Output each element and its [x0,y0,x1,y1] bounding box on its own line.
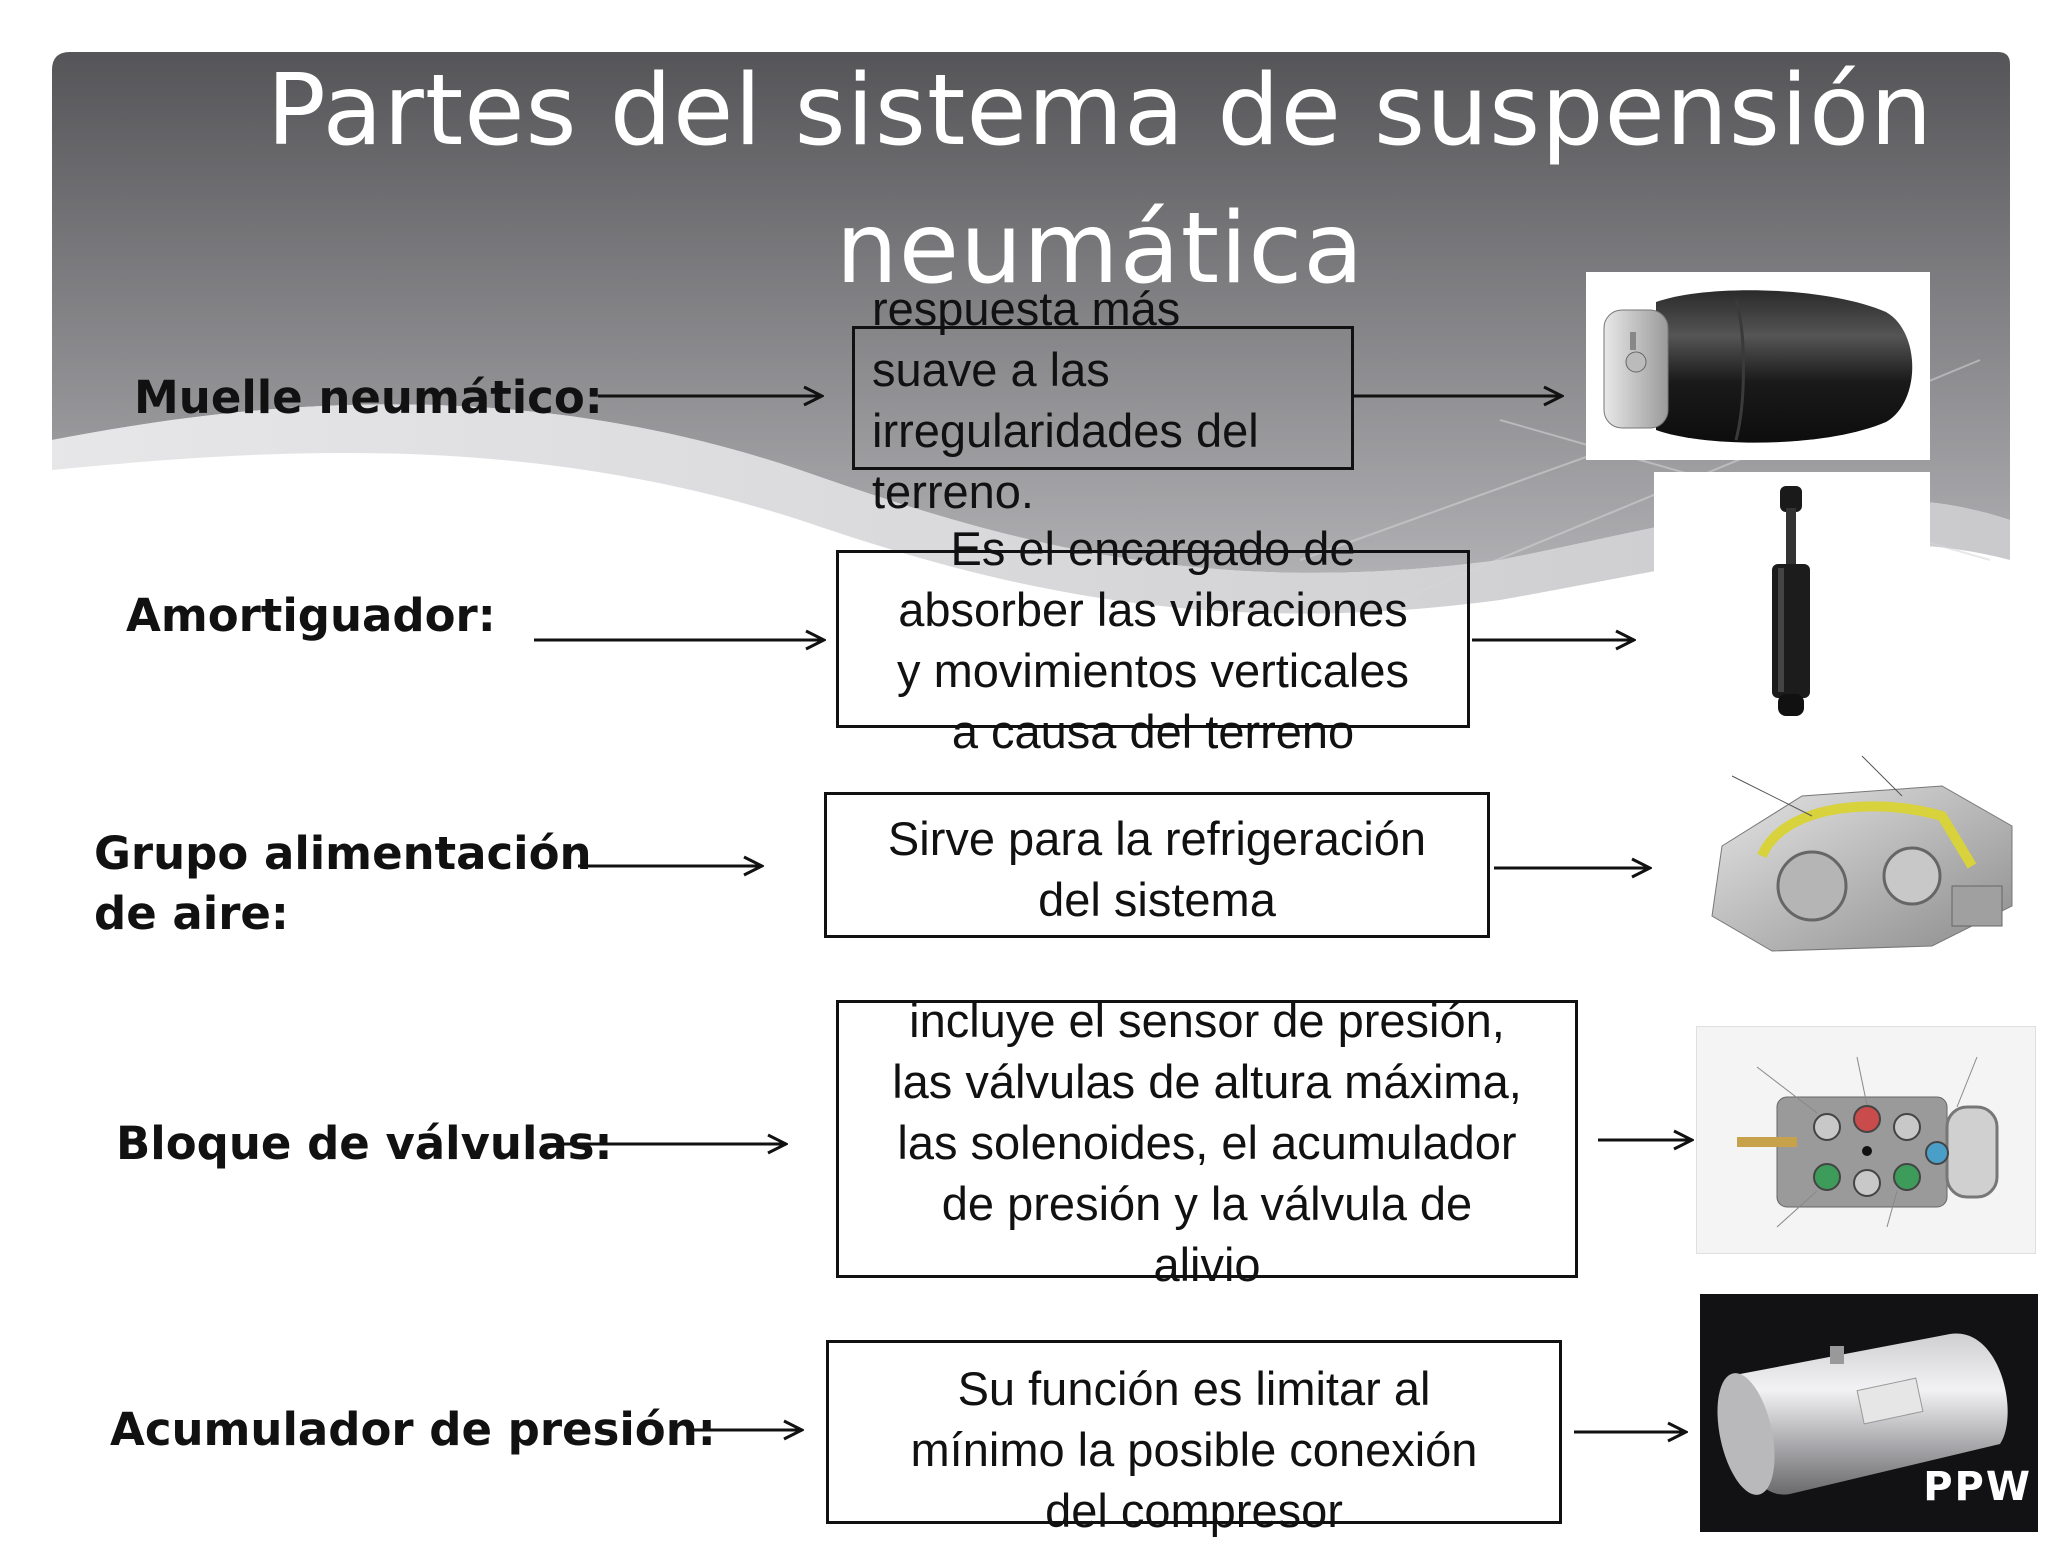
label-grupo-alimentacion: Grupo alimentación de aire: [94,827,592,940]
pressure-tank-icon [1717,1333,2008,1495]
ppw-logo: PPW [1923,1464,2032,1510]
image-pressure-tank: PPW [1700,1294,2038,1532]
label-muelle-neumatico: Muelle neumático: [134,371,603,424]
description-box-acumulador [826,1340,1562,1524]
image-shock-absorber [1654,472,1930,722]
slide-title: Partes del sistema de suspensión neumáti… [266,54,1934,306]
header-band [52,52,2010,614]
description-text-acumulador: Su función es limitar al mínimo la posib… [910,1362,1478,1537]
image-valve-block [1696,1026,2036,1254]
description-box-grupo [824,792,1490,938]
valve-block-icon [1737,1056,1999,1228]
image-air-spring [1586,272,1930,460]
description-text-grupo: Sirve para la refrigeración del sistema [887,812,1427,926]
air-spring-icon [1603,290,1913,443]
description-text-valvulas: incluye el sensor de presión, las válvul… [892,994,1522,1291]
label-amortiguador: Amortiguador: [126,589,496,642]
description-text-muelle: respuesta más suave a las irregularidade… [872,282,1259,518]
label-acumulador-presion: Acumulador de presión: [110,1403,716,1456]
description-text-amortiguador: Es el encargado de absorber las vibracio… [897,522,1409,758]
description-box-muelle [852,326,1354,470]
label-bloque-valvulas: Bloque de válvulas: [116,1117,613,1170]
description-box-amortiguador [836,550,1470,728]
compressor-unit-icon [1711,755,2013,952]
description-box-valvulas [836,1000,1578,1278]
shock-absorber-icon [1772,486,1810,716]
image-compressor-unit [1692,736,2030,976]
